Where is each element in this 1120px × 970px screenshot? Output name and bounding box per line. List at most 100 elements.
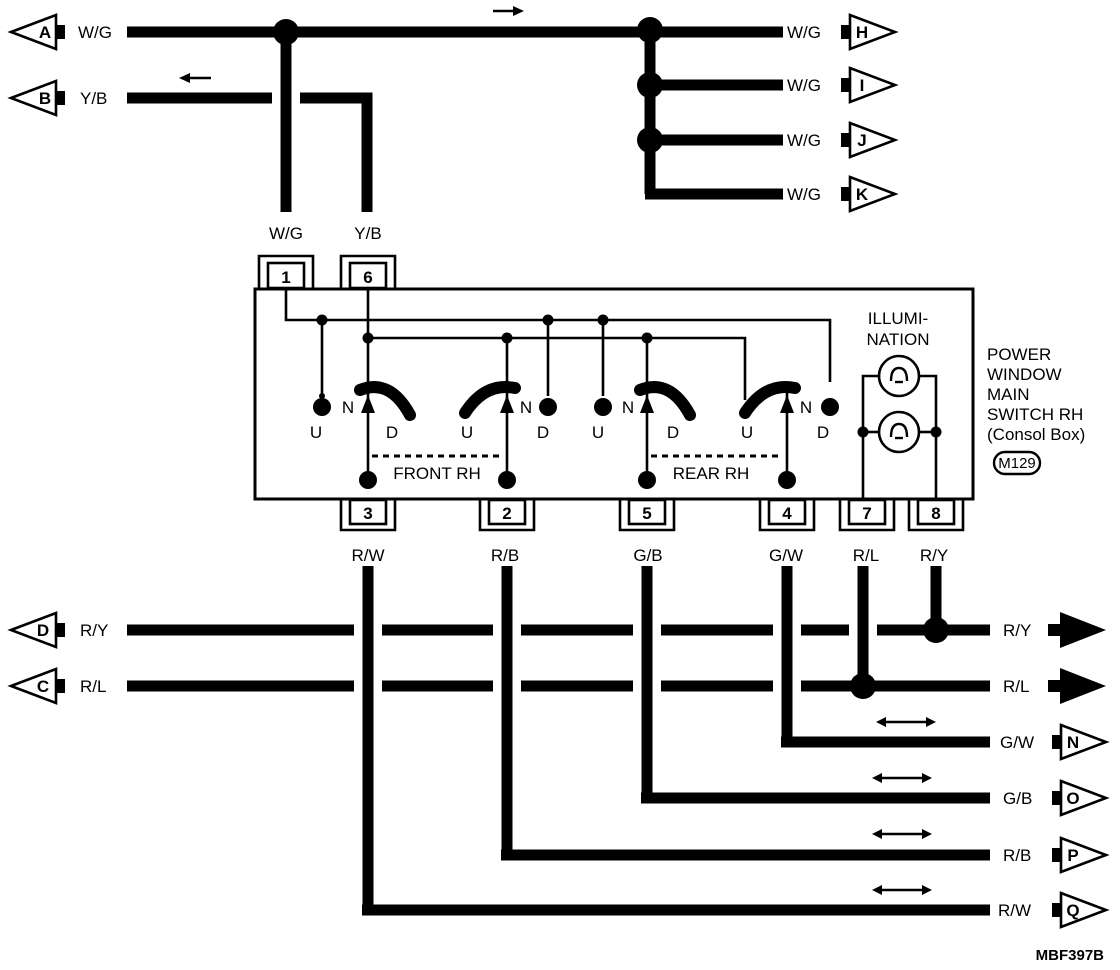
wire-color-label: W/G bbox=[787, 23, 821, 42]
right-connector-k: W/G K bbox=[787, 175, 899, 213]
wire-color-label: G/W bbox=[1000, 733, 1034, 752]
wire-color-label: R/Y bbox=[1003, 621, 1031, 640]
pin-box bbox=[266, 261, 306, 290]
connector-letter: H bbox=[856, 23, 868, 42]
pin-housing-outer bbox=[257, 254, 315, 288]
wire-color-label: G/B bbox=[633, 546, 662, 565]
svg-text:U: U bbox=[592, 423, 604, 442]
bottom-pin-8: 8 R/Y bbox=[907, 498, 965, 565]
svg-text:U: U bbox=[461, 423, 473, 442]
right-connector-j: W/G J bbox=[787, 121, 899, 159]
splice-dot bbox=[273, 19, 299, 45]
svg-text:(Consol Box): (Consol Box) bbox=[987, 425, 1085, 444]
svg-text:N: N bbox=[520, 398, 532, 417]
right-connector-n: G/W N bbox=[1000, 723, 1110, 761]
svg-text:D: D bbox=[817, 423, 829, 442]
svg-text:SWITCH RH: SWITCH RH bbox=[987, 405, 1083, 424]
wire-color-label: R/W bbox=[998, 901, 1031, 920]
pin-number: 5 bbox=[642, 504, 651, 523]
wire-color-label: Y/B bbox=[80, 89, 107, 108]
connector-letter: O bbox=[1066, 789, 1079, 808]
left-connector-d: D R/Y bbox=[7, 611, 108, 649]
splice-dot bbox=[637, 72, 663, 98]
svg-text:U: U bbox=[310, 423, 322, 442]
connector-letter: B bbox=[39, 89, 51, 108]
bidirectional-arrow-icon bbox=[876, 717, 936, 727]
rear-rh-label: REAR RH bbox=[673, 464, 750, 483]
wire-color-label: G/B bbox=[1003, 789, 1032, 808]
svg-text:N: N bbox=[342, 398, 354, 417]
svg-text:N: N bbox=[800, 398, 812, 417]
wire-color-label: Y/B bbox=[354, 224, 381, 243]
right-connector-p: R/B P bbox=[1003, 836, 1110, 874]
bulb-icon bbox=[877, 410, 921, 454]
bottom-pin-2: 2 R/B bbox=[478, 498, 536, 565]
svg-text:WINDOW: WINDOW bbox=[987, 365, 1062, 384]
pin1-bus bbox=[284, 290, 832, 382]
svg-text:D: D bbox=[537, 423, 549, 442]
ry-bus bbox=[127, 617, 990, 643]
left-connector-a: A W/G bbox=[7, 13, 112, 51]
bottom-pin-5: 5 G/B bbox=[618, 498, 676, 565]
left-connector-c: C R/L bbox=[7, 667, 106, 705]
direction-arrow-left bbox=[179, 73, 211, 83]
bottom-pin-3: 3 R/W bbox=[339, 498, 397, 565]
output-arrow-icon bbox=[1060, 668, 1106, 704]
illumination-circuit: ILLUMI- NATION bbox=[857, 309, 942, 500]
bidirectional-arrow-icon bbox=[872, 773, 932, 783]
connector-letter: D bbox=[37, 621, 49, 640]
pin-number: 1 bbox=[281, 268, 290, 287]
right-connector-i: W/G I bbox=[787, 66, 899, 104]
bottom-pin-7: 7 R/L bbox=[838, 498, 896, 565]
figure-code: MBF397B bbox=[1036, 947, 1105, 964]
svg-text:D: D bbox=[386, 423, 398, 442]
yb-drop-wire bbox=[300, 92, 373, 212]
wire-color-label: R/L bbox=[853, 546, 879, 565]
wire-color-label: R/L bbox=[80, 677, 106, 696]
bulb-icon bbox=[877, 354, 921, 398]
bottom-pins: 3 R/W 2 R/B 5 G/B 4 G/W 7 R/L bbox=[339, 498, 965, 565]
wire-color-label: G/W bbox=[769, 546, 803, 565]
switch-front-driver bbox=[313, 381, 416, 421]
switch-box bbox=[253, 287, 975, 501]
switch-rear-passenger bbox=[739, 381, 839, 419]
svg-text:MAIN: MAIN bbox=[987, 385, 1030, 404]
connector-id: M129 bbox=[998, 455, 1036, 472]
pin6-bus bbox=[366, 290, 747, 400]
connector-letter: P bbox=[1067, 846, 1078, 865]
svg-text:N: N bbox=[622, 398, 634, 417]
pin-number: 3 bbox=[363, 504, 372, 523]
wire-color-label: R/Y bbox=[920, 546, 948, 565]
rl-bus bbox=[127, 673, 990, 699]
wire-color-label: W/G bbox=[787, 76, 821, 95]
pin-number: 6 bbox=[363, 268, 372, 287]
svg-text:D: D bbox=[667, 423, 679, 442]
switch-position-labels: N U D N U D N U D N U D bbox=[310, 398, 829, 442]
pin-number: 4 bbox=[782, 504, 792, 523]
connector-letter: Q bbox=[1066, 901, 1079, 920]
svg-text:U: U bbox=[741, 423, 753, 442]
wire-color-label: W/G bbox=[787, 131, 821, 150]
connector-letter: A bbox=[39, 23, 51, 42]
switch-internal-wiring bbox=[284, 290, 832, 489]
output-arrow-icon bbox=[1060, 612, 1106, 648]
top-wiring bbox=[127, 6, 783, 212]
wire-color-label: R/B bbox=[1003, 846, 1031, 865]
bidirectional-arrow-icon bbox=[872, 829, 932, 839]
pin-number: 7 bbox=[862, 504, 871, 523]
switch-rear-driver bbox=[594, 381, 696, 421]
pin-number: 8 bbox=[931, 504, 940, 523]
bottom-pin-4: 4 G/W bbox=[758, 498, 816, 565]
output-arrow-rl: R/L bbox=[1003, 668, 1106, 704]
output-arrow-ry: R/Y bbox=[1003, 612, 1106, 648]
svg-text:POWER: POWER bbox=[987, 345, 1051, 364]
pin-number: 2 bbox=[502, 504, 511, 523]
wire-color-label: R/Y bbox=[80, 621, 108, 640]
wire-color-label: W/G bbox=[78, 23, 112, 42]
right-connector-h: W/G H bbox=[787, 13, 899, 51]
switch-front-passenger bbox=[459, 381, 557, 419]
connector-letter: C bbox=[37, 677, 49, 696]
illumination-label-line2: NATION bbox=[867, 330, 930, 349]
top-pin-6: Y/B 6 bbox=[339, 224, 397, 290]
front-rh-label: FRONT RH bbox=[393, 464, 481, 483]
